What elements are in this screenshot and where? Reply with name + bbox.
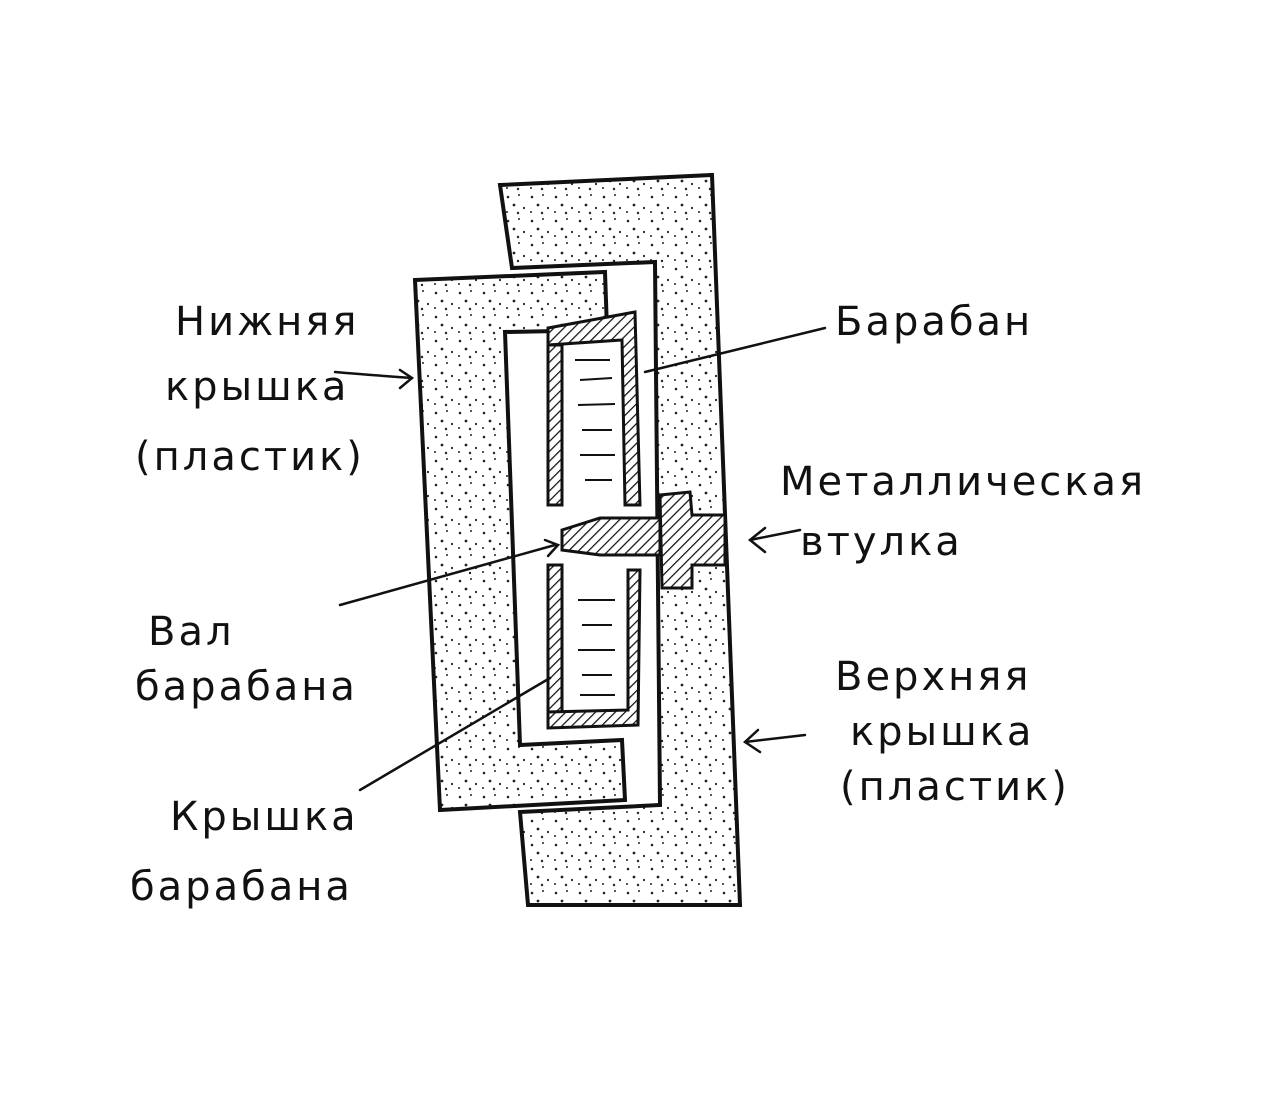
drum (546, 310, 642, 730)
drum-shaft (560, 516, 662, 557)
label-lower-cover: Нижняя крышка (пластик) (135, 299, 375, 480)
label-drum-shaft: Вал барабана (135, 609, 358, 710)
lower-cover (412, 269, 628, 813)
metal-bushing (658, 490, 727, 590)
label-metal-bushing: Металлическая втулка (780, 459, 1162, 565)
label-drum-cover: Крышка барабана (130, 794, 374, 910)
label-drum: Барабан (835, 299, 1033, 345)
label-upper-cover: Верхняя крышка (пластик) (835, 654, 1070, 810)
leader-lines (333, 326, 827, 792)
upper-cover (497, 172, 743, 907)
